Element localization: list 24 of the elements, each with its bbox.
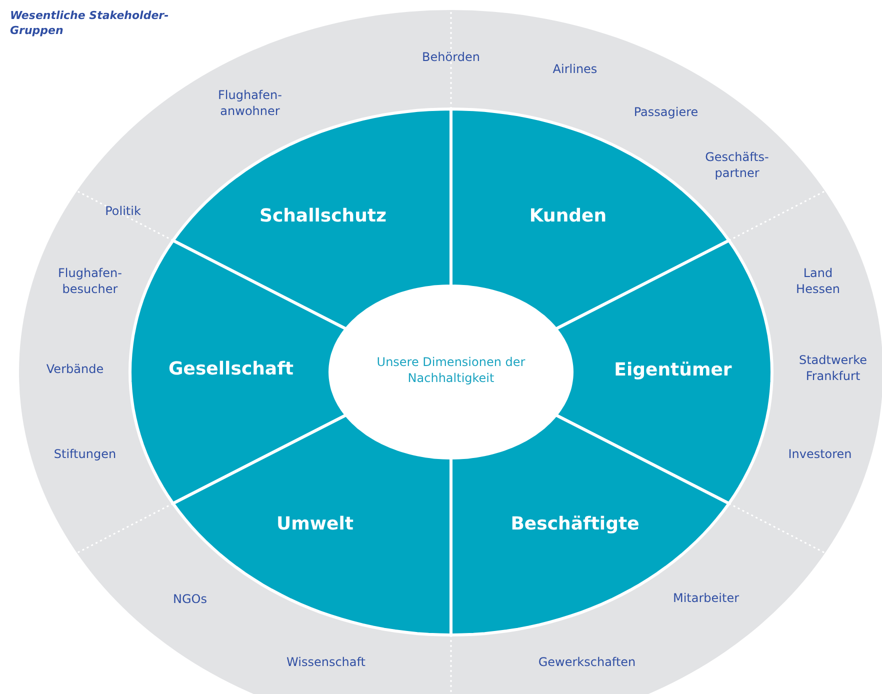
diagram-title: Wesentliche Stakeholder-Gruppen — [10, 8, 170, 38]
stakeholder-label: Verbände — [45, 361, 105, 377]
stakeholder-label: Stadtwerke Frankfurt — [798, 352, 868, 384]
stakeholder-label: Flughafen- besucher — [57, 265, 123, 297]
stakeholder-label: Wissenschaft — [286, 654, 366, 670]
segment-label: Eigentümer — [614, 360, 732, 380]
stakeholder-label: Airlines — [552, 61, 598, 77]
stakeholder-label: Flughafen- anwohner — [217, 87, 283, 119]
segment-label: Schallschutz — [259, 206, 387, 226]
center-label: Unsere Dimensionen der Nachhaltigkeit — [376, 354, 526, 386]
segment-label: Beschäftigte — [510, 514, 640, 534]
stakeholder-label: Mitarbeiter — [672, 590, 740, 606]
segment-label: Kunden — [529, 206, 607, 226]
stakeholder-label: Gewerkschaften — [537, 654, 637, 670]
stakeholder-label: Stiftungen — [52, 446, 118, 462]
segment-label: Umwelt — [276, 514, 354, 534]
stakeholder-label: Land Hessen — [795, 265, 841, 297]
stakeholder-label: Investoren — [787, 446, 853, 462]
stakeholder-label: NGOs — [172, 591, 208, 607]
stakeholder-label: Politik — [104, 203, 142, 219]
stakeholder-label: Passagiere — [632, 104, 700, 120]
stakeholder-label: Behörden — [421, 49, 481, 65]
stakeholder-label: Geschäfts- partner — [704, 149, 770, 181]
segment-label: Gesellschaft — [168, 358, 294, 380]
